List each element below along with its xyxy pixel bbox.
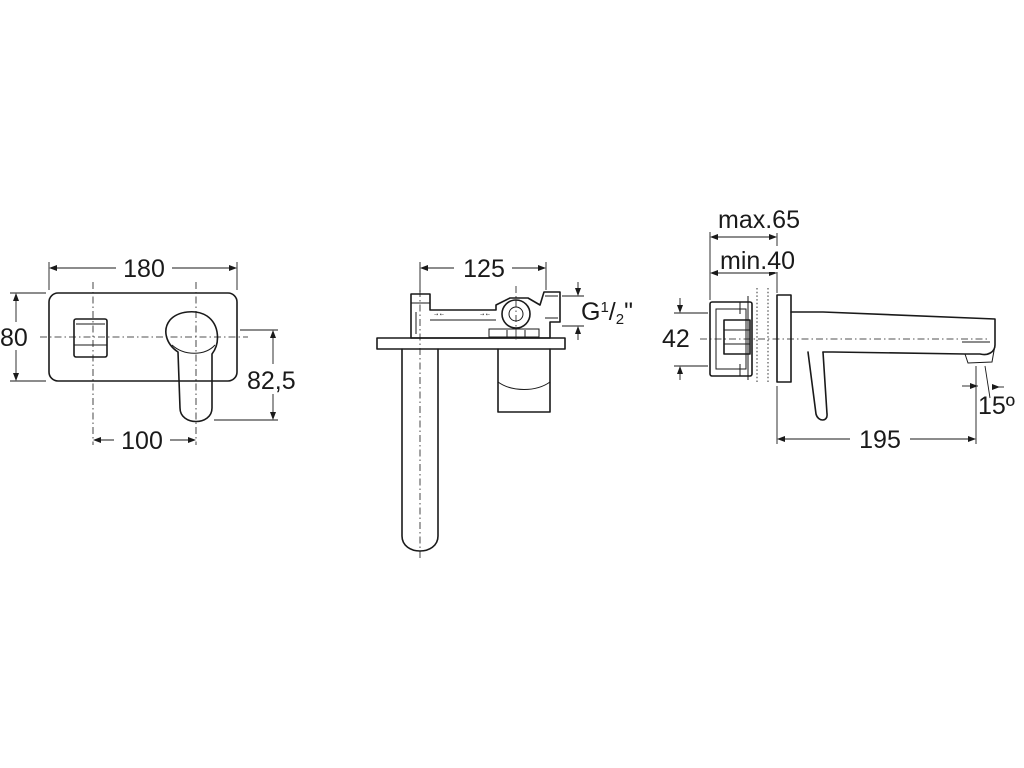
- handle-body: [497, 348, 551, 413]
- lever-handle: [165, 311, 219, 423]
- dimension-82-5: 82,5: [247, 367, 296, 395]
- dimension-125: 125: [463, 255, 505, 283]
- spout: [401, 348, 439, 552]
- spout-outlet: [73, 318, 108, 358]
- top-view: → ← → ← 125 G1/2": [376, 255, 633, 560]
- lever-side: [807, 351, 828, 421]
- wall-plate-edge: [376, 337, 566, 350]
- wall-plate: [48, 292, 238, 382]
- angle-15: 15º: [978, 392, 1015, 420]
- dimension-42: 42: [662, 325, 690, 353]
- dimension-max-65: max.65: [718, 206, 800, 234]
- dimension-80: 80: [0, 324, 28, 352]
- dimension-180: 180: [123, 255, 165, 283]
- wall-plate-side: [776, 294, 792, 383]
- dimension-100: 100: [121, 427, 163, 455]
- embedded-box: [709, 296, 753, 380]
- dimension-min-40: min.40: [720, 247, 795, 275]
- dimension-195: 195: [859, 426, 901, 454]
- embedded-body: → ← → ←: [410, 291, 561, 339]
- svg-text:→ ←: → ←: [434, 312, 444, 318]
- thread-label: G1/2": [581, 298, 633, 328]
- side-view: max.65 min.40 42 195 15º: [660, 205, 1015, 454]
- spout-side: [790, 311, 996, 356]
- front-view: 180 80 82,5 100: [0, 255, 306, 455]
- svg-text:→ ←: → ←: [480, 312, 490, 318]
